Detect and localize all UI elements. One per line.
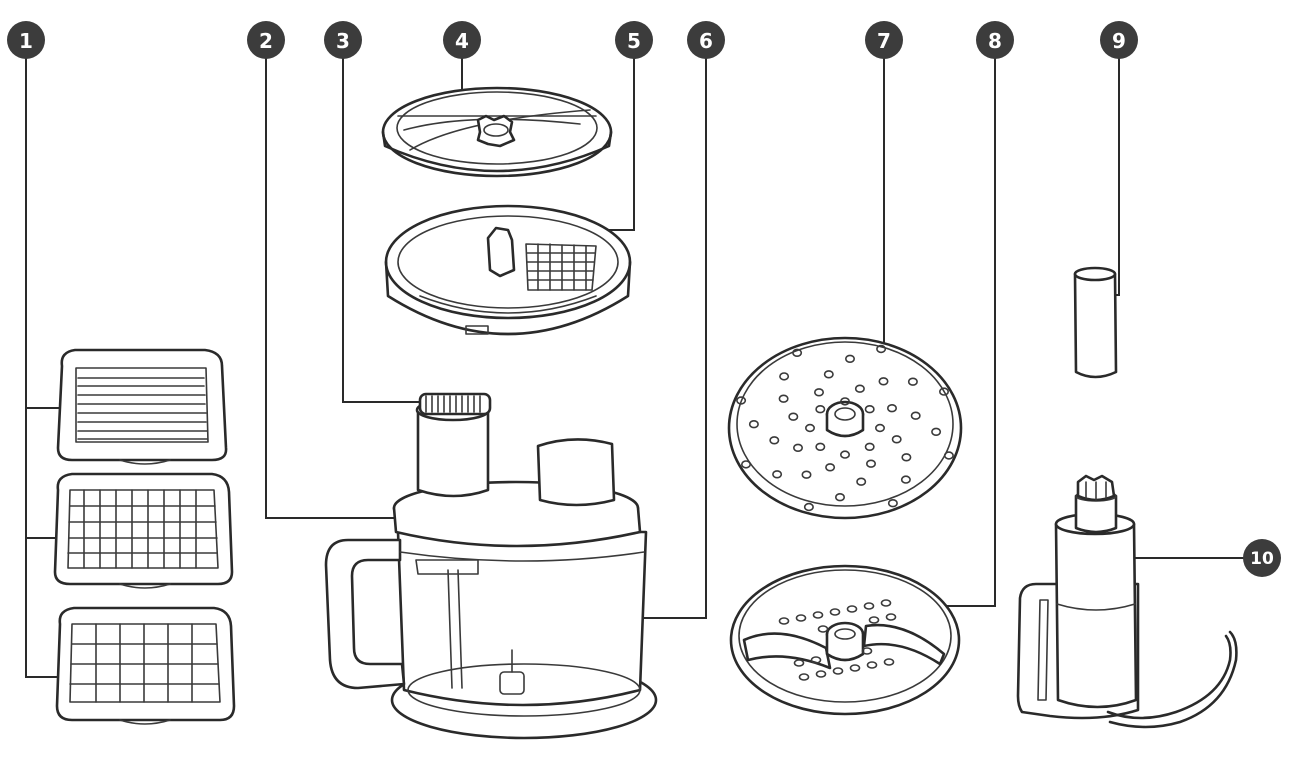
svg-text:3: 3 (336, 29, 350, 53)
slice-hole (849, 664, 861, 672)
leader-9 (1100, 52, 1120, 296)
grate-hole (876, 344, 887, 354)
grid-large-dice (55, 606, 236, 725)
slice-hole (880, 599, 892, 607)
callout-10: 10 (1243, 539, 1281, 577)
grate-hole (834, 493, 845, 502)
leader-2 (265, 52, 400, 519)
grate-hole (839, 397, 850, 406)
grate-hole (815, 442, 826, 451)
grating-disc (727, 336, 963, 520)
grid-slicer (56, 348, 228, 465)
leader-5 (604, 52, 635, 231)
svg-text:9: 9 (1112, 29, 1126, 53)
slice-hole (810, 656, 822, 664)
slice-hole (829, 608, 841, 616)
grate-hole (886, 404, 897, 413)
svg-text:8: 8 (988, 29, 1002, 53)
grate-hole (825, 463, 836, 472)
grate-hole (931, 427, 942, 436)
grate-hole (779, 372, 790, 381)
callout-6: 6 (687, 21, 725, 59)
grate-hole (943, 451, 954, 460)
slice-hole (863, 602, 875, 610)
leader-8 (925, 52, 996, 607)
callout-9: 9 (1100, 21, 1138, 59)
svg-text:5: 5 (627, 29, 641, 53)
grate-hole (887, 499, 898, 508)
slice-hole (846, 605, 858, 613)
grid-small-dice (53, 472, 234, 589)
grate-hole (844, 354, 855, 363)
grate-hole (823, 370, 834, 379)
grate-hole (901, 453, 912, 462)
grate-hole (736, 396, 747, 405)
grate-hole (792, 443, 803, 452)
callout-3: 3 (324, 21, 362, 59)
grate-hole (865, 459, 876, 468)
svg-text:1: 1 (19, 29, 33, 53)
grate-hole (804, 423, 815, 433)
grate-hole (891, 435, 902, 444)
grate-hole (801, 470, 812, 479)
callout-4: 4 (443, 21, 481, 59)
grate-hole (803, 502, 814, 512)
callout-7: 7 (865, 21, 903, 59)
grate-hole (874, 423, 885, 433)
slice-hole (815, 670, 827, 678)
grate-hole (854, 384, 865, 393)
processor-bowl-assembly (324, 392, 658, 740)
grate-hole (900, 475, 911, 484)
emulsifying-disc (381, 86, 613, 178)
grate-hole (839, 450, 850, 459)
grate-hole (772, 470, 783, 479)
dicing-grids (53, 348, 236, 725)
grate-hole (748, 420, 759, 429)
svg-text:2: 2 (259, 29, 273, 53)
callout-5: 5 (615, 21, 653, 59)
grate-hole (938, 387, 949, 396)
grate-hole (792, 348, 803, 357)
grate-hole (740, 460, 751, 469)
callout-8: 8 (976, 21, 1014, 59)
grate-hole (910, 411, 921, 420)
svg-text:6: 6 (699, 29, 713, 53)
leader-7 (870, 52, 885, 346)
grate-hole (856, 477, 867, 486)
dicing-disc (384, 204, 632, 336)
slice-hole (817, 625, 829, 633)
drive-unit (1016, 474, 1238, 729)
slice-hole (883, 658, 895, 666)
slice-hole (866, 661, 878, 669)
slice-hole (778, 617, 790, 625)
grate-hole (769, 436, 780, 445)
svg-text:4: 4 (455, 29, 469, 53)
spatula-tube (1073, 266, 1118, 379)
callout-2: 2 (247, 21, 285, 59)
slice-hole (832, 667, 844, 675)
slicing-disc (729, 564, 961, 716)
slice-hole (793, 659, 805, 667)
slice-hole (885, 613, 897, 621)
grate-hole (778, 394, 789, 403)
grate-hole (878, 377, 889, 386)
slice-hole (795, 614, 807, 622)
callout-badges: 1 2 3 4 5 6 7 8 (7, 21, 1281, 577)
svg-text:7: 7 (877, 29, 891, 53)
slice-hole (812, 611, 824, 619)
grate-hole (815, 405, 826, 414)
grate-hole (864, 405, 875, 414)
leader-3 (342, 52, 420, 403)
grate-hole (864, 442, 875, 451)
slice-hole (868, 616, 880, 624)
grate-hole (907, 377, 918, 386)
callout-1: 1 (7, 21, 45, 59)
grate-hole (788, 412, 799, 421)
slice-hole (861, 647, 873, 655)
slice-hole (798, 673, 810, 681)
svg-text:10: 10 (1250, 549, 1274, 569)
grate-hole (813, 388, 824, 397)
